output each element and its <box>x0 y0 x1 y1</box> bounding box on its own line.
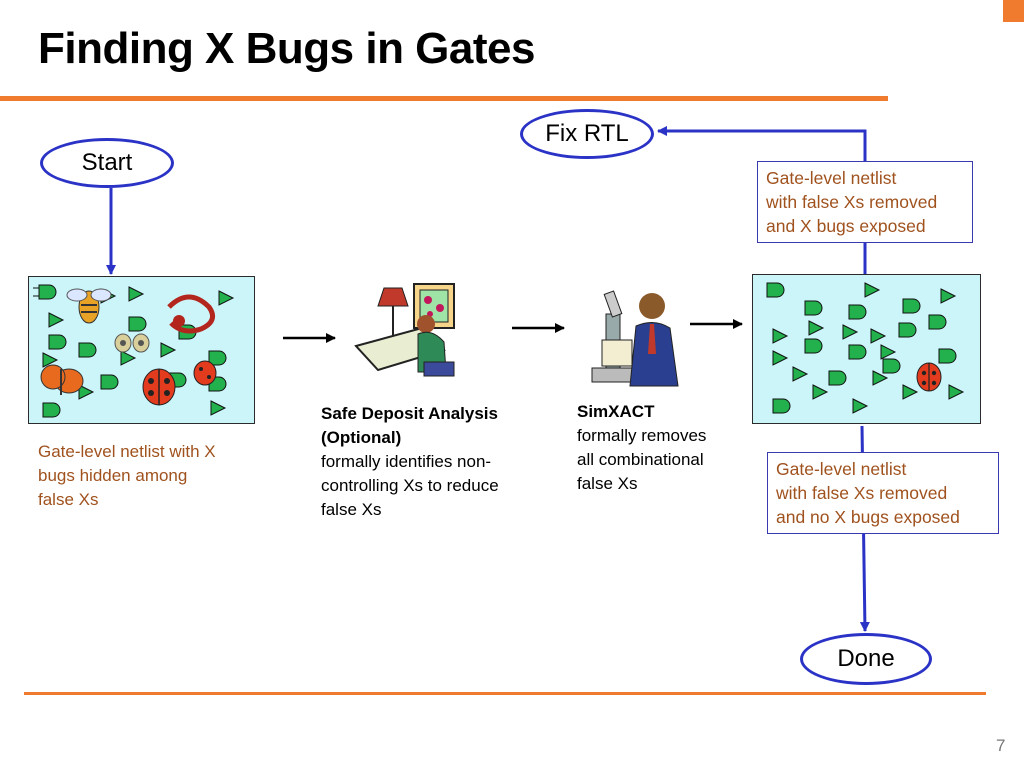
bee-icon <box>66 288 112 324</box>
ladybug-icon <box>916 362 942 392</box>
simxact-title: SimXACT <box>577 402 655 421</box>
input-netlist-caption: Gate-level netlist with X bugs hidden am… <box>38 442 216 509</box>
corner-accent <box>1003 0 1024 22</box>
footer-divider <box>24 692 986 695</box>
start-label: Start <box>81 149 133 176</box>
moth-icon <box>114 333 150 353</box>
butterfly-icon <box>40 364 84 395</box>
netlist-with-bugs-panel <box>28 276 255 424</box>
ladybug-icon-small <box>193 360 217 386</box>
ladybug-icon <box>142 368 176 406</box>
title-underline <box>0 96 888 101</box>
no-bugs-note: Gate-level netlist with false Xs removed… <box>767 452 999 534</box>
safe-deposit-body: formally identifies non- controlling Xs … <box>321 452 499 519</box>
scorpion-icon <box>167 294 216 334</box>
clean-netlist-panel <box>752 274 981 424</box>
netlist-gates-and-bugs-art <box>33 284 235 418</box>
page-number: 7 <box>996 736 1006 755</box>
done-label: Done <box>837 645 895 672</box>
slide-title: Finding X Bugs in Gates <box>38 24 535 73</box>
fix-rtl-label: Fix RTL <box>545 120 629 147</box>
simxact-body: formally removes all combinational false… <box>577 426 707 493</box>
bugs-exposed-note: Gate-level netlist with false Xs removed… <box>757 161 973 243</box>
done-node: Done <box>800 633 932 685</box>
fix-rtl-node: Fix RTL <box>520 109 654 159</box>
scientist-microscope-icon <box>591 290 679 387</box>
drafting-person-icon <box>354 283 455 377</box>
start-node: Start <box>40 138 174 188</box>
safe-deposit-title: Safe Deposit Analysis (Optional) <box>321 404 498 447</box>
simxact-caption: SimXACT formally removes all combination… <box>577 400 747 496</box>
clean-netlist-gates-art <box>766 282 965 414</box>
safe-deposit-caption: Safe Deposit Analysis (Optional) formall… <box>321 402 551 522</box>
